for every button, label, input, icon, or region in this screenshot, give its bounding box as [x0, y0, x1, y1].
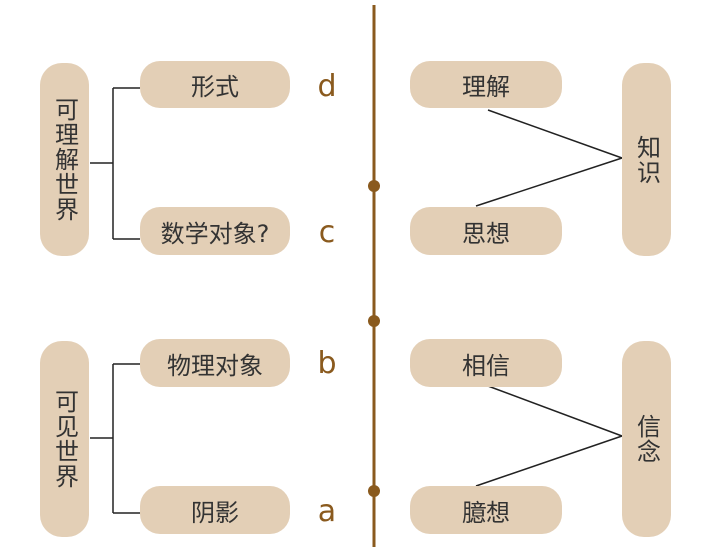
understanding-label: 理解: [462, 73, 510, 101]
division-point-lower: [368, 485, 380, 497]
knowledge-box: 知识: [622, 63, 671, 256]
intelligible-world-box: 可理解世界: [40, 63, 89, 256]
knowledge-label: 知识: [632, 134, 661, 185]
opinion-label: 信念: [632, 414, 661, 464]
segment-letter-d: d: [317, 69, 337, 104]
thought-box: 思想: [410, 207, 562, 255]
division-point-middle: [368, 315, 380, 327]
forms-box: 形式: [140, 61, 290, 108]
physical-objects-box: 物理对象: [140, 339, 290, 387]
segment-letter-c: c: [318, 215, 336, 250]
understanding-box: 理解: [410, 61, 562, 108]
belief-label: 相信: [462, 351, 510, 380]
bracket-visible: [90, 363, 140, 514]
visible-world-label: 可见世界: [50, 389, 79, 489]
division-point-upper: [368, 180, 380, 192]
shadows-label: 阴影: [191, 498, 239, 527]
math-objects-label: 数学对象?: [160, 219, 270, 248]
opinion-box: 信念: [622, 341, 671, 537]
belief-box: 相信: [410, 339, 562, 387]
bracket-intelligible: [90, 87, 140, 240]
connectors-opinion: [475, 385, 623, 487]
physical-objects-label: 物理对象: [167, 351, 263, 380]
thought-label: 思想: [462, 219, 510, 248]
connectors-knowledge: [475, 109, 623, 207]
shadows-box: 阴影: [140, 486, 290, 534]
intelligible-world-label: 可理解世界: [50, 97, 79, 222]
math-objects-box: 数学对象?: [140, 207, 290, 255]
segment-letter-a: a: [317, 494, 337, 529]
imagination-label: 臆想: [462, 498, 510, 527]
imagination-box: 臆想: [410, 486, 562, 534]
segment-letter-b: b: [317, 346, 337, 381]
forms-label: 形式: [191, 73, 239, 101]
visible-world-box: 可见世界: [40, 341, 89, 537]
